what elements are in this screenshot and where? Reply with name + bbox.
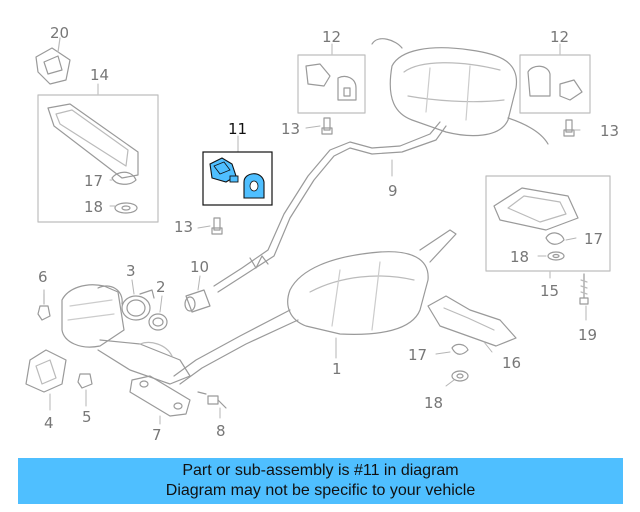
part-12-right-box — [519, 54, 591, 114]
callout-13-c[interactable]: 13 — [174, 218, 193, 236]
callout-17-c[interactable]: 17 — [408, 346, 427, 364]
front-catalytic-converter[interactable] — [61, 284, 191, 385]
callout-12-left[interactable]: 12 — [322, 28, 341, 46]
callout-12-right[interactable]: 12 — [550, 28, 569, 46]
part-7-bracket[interactable] — [129, 375, 191, 417]
callout-6[interactable]: 6 — [38, 268, 48, 286]
callout-8[interactable]: 8 — [216, 422, 226, 440]
part-2-gasket[interactable] — [148, 313, 168, 331]
callout-17-a[interactable]: 17 — [84, 172, 103, 190]
part-20-bracket[interactable] — [35, 37, 71, 85]
callout-15[interactable]: 15 — [540, 282, 559, 300]
part-3-clamp[interactable] — [121, 289, 155, 321]
part-5-bolt[interactable] — [77, 373, 93, 389]
part-16-heat-shield[interactable] — [427, 295, 517, 382]
rear-muffler[interactable] — [371, 38, 549, 145]
part-13-bolt-b[interactable] — [563, 119, 575, 137]
callout-18-b[interactable]: 18 — [510, 248, 529, 266]
callout-10[interactable]: 10 — [190, 258, 209, 276]
part-19-bolt[interactable] — [579, 273, 589, 305]
callout-5[interactable]: 5 — [82, 408, 92, 426]
part-13-bolt-c[interactable] — [211, 217, 223, 235]
banner-line-2: Diagram may not be specific to your vehi… — [165, 482, 476, 499]
part-9-pipe[interactable] — [213, 121, 447, 293]
callout-18-a[interactable]: 18 — [84, 198, 103, 216]
callout-11[interactable]: 11 — [228, 120, 247, 138]
callout-1[interactable]: 1 — [332, 360, 342, 378]
part-12-left-box — [297, 54, 366, 114]
part-11-box[interactable] — [202, 151, 273, 206]
leader-lines — [43, 43, 587, 425]
callout-16[interactable]: 16 — [502, 354, 521, 372]
callout-2[interactable]: 2 — [156, 278, 166, 296]
exhaust-parts-diagram: 20 14 12 12 13 13 13 11 17 18 17 18 17 1… — [25, 24, 619, 444]
callout-13-a[interactable]: 13 — [281, 120, 300, 138]
callout-7[interactable]: 7 — [152, 426, 162, 444]
callout-4[interactable]: 4 — [44, 414, 54, 432]
part-15-box — [485, 175, 611, 272]
callout-19[interactable]: 19 — [578, 326, 597, 344]
part-10-clamp[interactable] — [184, 289, 211, 313]
banner-line-1: Part or sub-assembly is #11 in diagram — [182, 462, 459, 479]
part-4-bracket[interactable] — [25, 349, 67, 393]
callout-13-b[interactable]: 13 — [600, 122, 619, 140]
callout-20[interactable]: 20 — [50, 24, 69, 42]
callout-labels: 20 14 12 12 13 13 13 11 17 18 17 18 17 1… — [38, 24, 619, 444]
part-8-bolt[interactable] — [197, 391, 227, 409]
info-banner: Part or sub-assembly is #11 in diagram D… — [18, 458, 623, 504]
callout-3[interactable]: 3 — [126, 262, 136, 280]
callout-14[interactable]: 14 — [90, 66, 109, 84]
part-14-box — [37, 94, 159, 223]
callout-18-c[interactable]: 18 — [424, 394, 443, 412]
part-1-muffler[interactable] — [173, 229, 457, 385]
part-13-bolt-a[interactable] — [321, 117, 333, 135]
callout-9[interactable]: 9 — [388, 182, 398, 200]
callout-17-b[interactable]: 17 — [584, 230, 603, 248]
